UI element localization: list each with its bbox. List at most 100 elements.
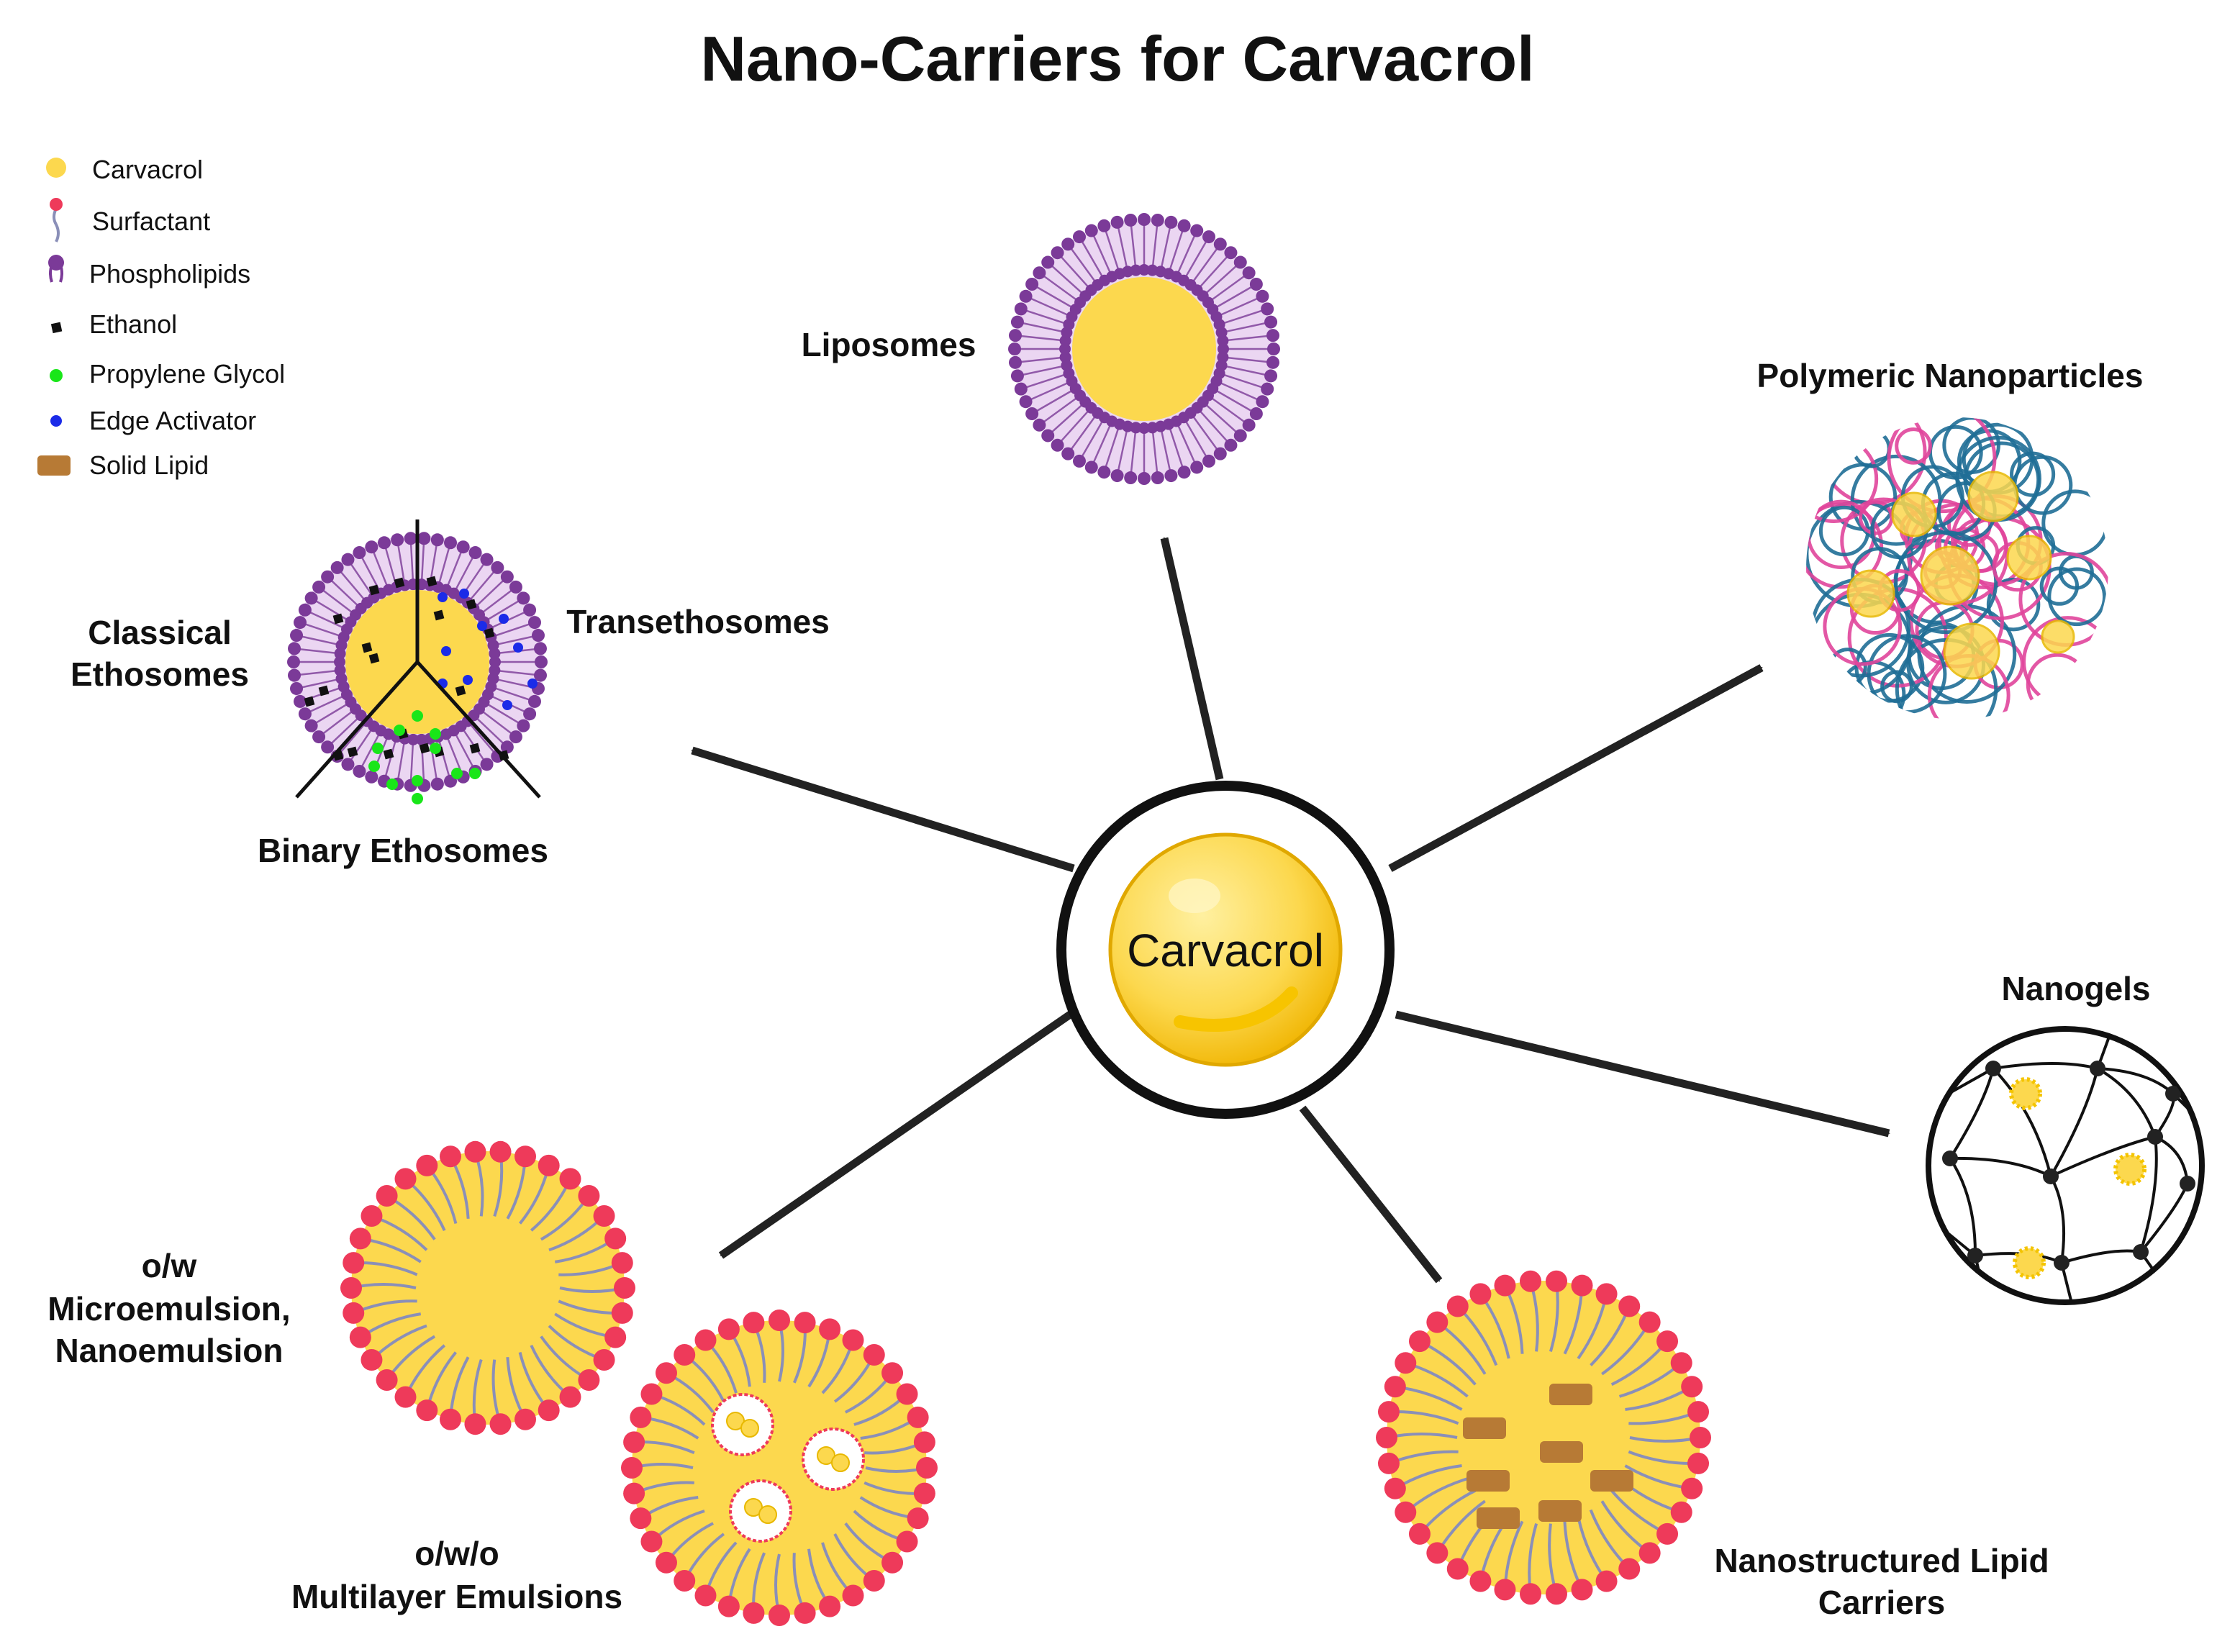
surfactant-head <box>640 1530 663 1553</box>
surfactant-head <box>881 1551 904 1574</box>
legend-label: Solid Lipid <box>89 450 209 480</box>
lipid-tail <box>1184 419 1209 460</box>
phospholipid-head <box>330 560 344 574</box>
phospholipid-head <box>1266 355 1280 369</box>
solid-lipid-block-icon <box>1540 1441 1583 1463</box>
lipid-tail <box>329 578 360 607</box>
lipid-tail <box>475 717 506 746</box>
phospholipid-head <box>1233 429 1247 442</box>
ethanol-square-icon <box>318 685 330 696</box>
lipid-tail <box>307 610 345 630</box>
lipid-tail <box>1117 429 1128 473</box>
lipid-tail <box>1049 263 1084 295</box>
surfactant-head <box>1595 1283 1618 1305</box>
edge-activator-dot-icon <box>459 589 469 599</box>
surfactant-head <box>913 1431 935 1453</box>
lipid-tail <box>1017 356 1063 363</box>
label-nlc-1: Nanostructured Lipid <box>1714 1542 2049 1579</box>
label-nanogels: Nanogels <box>2001 970 2150 1007</box>
phospholipid-head <box>1025 407 1039 420</box>
phospholipid-head <box>480 553 494 566</box>
lipid-tail <box>1215 284 1255 309</box>
legend-item-carvacrol: Carvacrol <box>46 155 203 184</box>
crosslink-chain <box>2049 1176 2065 1263</box>
lipid-tail <box>1169 427 1184 470</box>
phospholipid-head <box>1138 422 1150 434</box>
label-binary-ethosomes: Binary Ethosomes <box>258 832 548 869</box>
lipid-tail <box>1198 409 1230 444</box>
owo-emulsion-illustration <box>621 1310 938 1626</box>
phospholipid-head <box>1249 407 1263 420</box>
phospholipid-head <box>298 707 312 721</box>
phospholipid-head <box>491 560 504 574</box>
phospholipid-head <box>523 603 537 617</box>
label-ow-1: o/w <box>142 1247 197 1284</box>
surfactant-head <box>440 1145 462 1168</box>
surfactant-head <box>376 1369 398 1392</box>
lipid-tail <box>396 543 406 583</box>
lipid-tail <box>1218 381 1261 401</box>
ethanol-square-icon <box>304 696 315 707</box>
phospholipid-head <box>535 655 548 668</box>
ethanol-square-icon <box>332 613 344 625</box>
phospholipid-head <box>407 733 420 745</box>
lipid-tail <box>493 686 532 702</box>
phospholipid-head <box>1084 460 1098 474</box>
label-ow-3: Nanoemulsion <box>55 1332 284 1369</box>
crosslink-node <box>2090 1061 2105 1076</box>
surfactant-head <box>717 1595 740 1617</box>
droplet-core <box>632 1320 927 1615</box>
surfactant-head <box>1687 1452 1710 1474</box>
phospholipid-head <box>533 668 547 682</box>
lipid-tail <box>1198 254 1230 289</box>
phospholipid-head <box>341 553 355 566</box>
legend-item-surfactant: Surfactant <box>50 198 210 242</box>
label-owo-1: o/w/o <box>414 1535 499 1572</box>
nanogel-illustration <box>1926 1026 2205 1305</box>
crosslink-chain <box>2139 1136 2158 1253</box>
lipid-tail <box>1058 409 1090 444</box>
surfactant-head <box>578 1369 600 1392</box>
surfactant-head <box>630 1406 652 1428</box>
phospholipid-head <box>298 603 312 617</box>
carvacrol-droplet-icon <box>2041 620 2075 654</box>
lipid-tail <box>496 635 536 646</box>
ethanol-square-icon <box>50 322 63 334</box>
surfactant-head <box>621 1457 643 1479</box>
lipid-tail <box>1028 296 1070 317</box>
lipid-tail <box>454 732 475 770</box>
carvacrol-droplet-icon <box>2013 1246 2046 1279</box>
lipid-tail <box>468 722 497 755</box>
legend-label: Edge Activator <box>89 406 256 435</box>
edge-activator-dot-icon <box>477 621 487 631</box>
lipid-tail <box>1104 427 1120 470</box>
phospholipid-head <box>1073 230 1086 244</box>
surfactant-head <box>1670 1501 1692 1523</box>
ethosome-dividers <box>295 519 541 799</box>
lipid-tail <box>1225 335 1271 342</box>
surfactant-head <box>896 1530 918 1553</box>
phospholipid-head <box>1256 395 1269 409</box>
legend-item-propylene-glycol: Propylene Glycol <box>50 359 285 389</box>
lipid-tail <box>1130 430 1137 476</box>
surfactant-molecule-icon <box>50 198 63 242</box>
lipid-tail <box>497 669 538 676</box>
crosslink-node <box>2054 1255 2069 1271</box>
surfactant-head <box>559 1168 581 1190</box>
propylene-glycol-dot-icon <box>50 369 63 382</box>
phospholipid-head <box>341 758 355 771</box>
phospholipid-head <box>1164 215 1178 229</box>
lipid-tail <box>486 599 522 622</box>
ethanol-square-icon <box>394 577 405 589</box>
droplet-highlight <box>1169 879 1220 913</box>
crosslink-chain <box>1949 1156 2052 1178</box>
edge-activator-dot-icon <box>438 592 448 602</box>
phospholipid-head <box>1233 255 1247 269</box>
surfactant-head <box>623 1431 645 1453</box>
phospholipid-head <box>1124 213 1138 227</box>
propylene-glycol-dot-icon <box>451 768 463 779</box>
surfactant-head <box>694 1584 717 1607</box>
phospholipid-head <box>1266 329 1280 342</box>
solid-lipid-block-icon <box>1590 1470 1633 1492</box>
